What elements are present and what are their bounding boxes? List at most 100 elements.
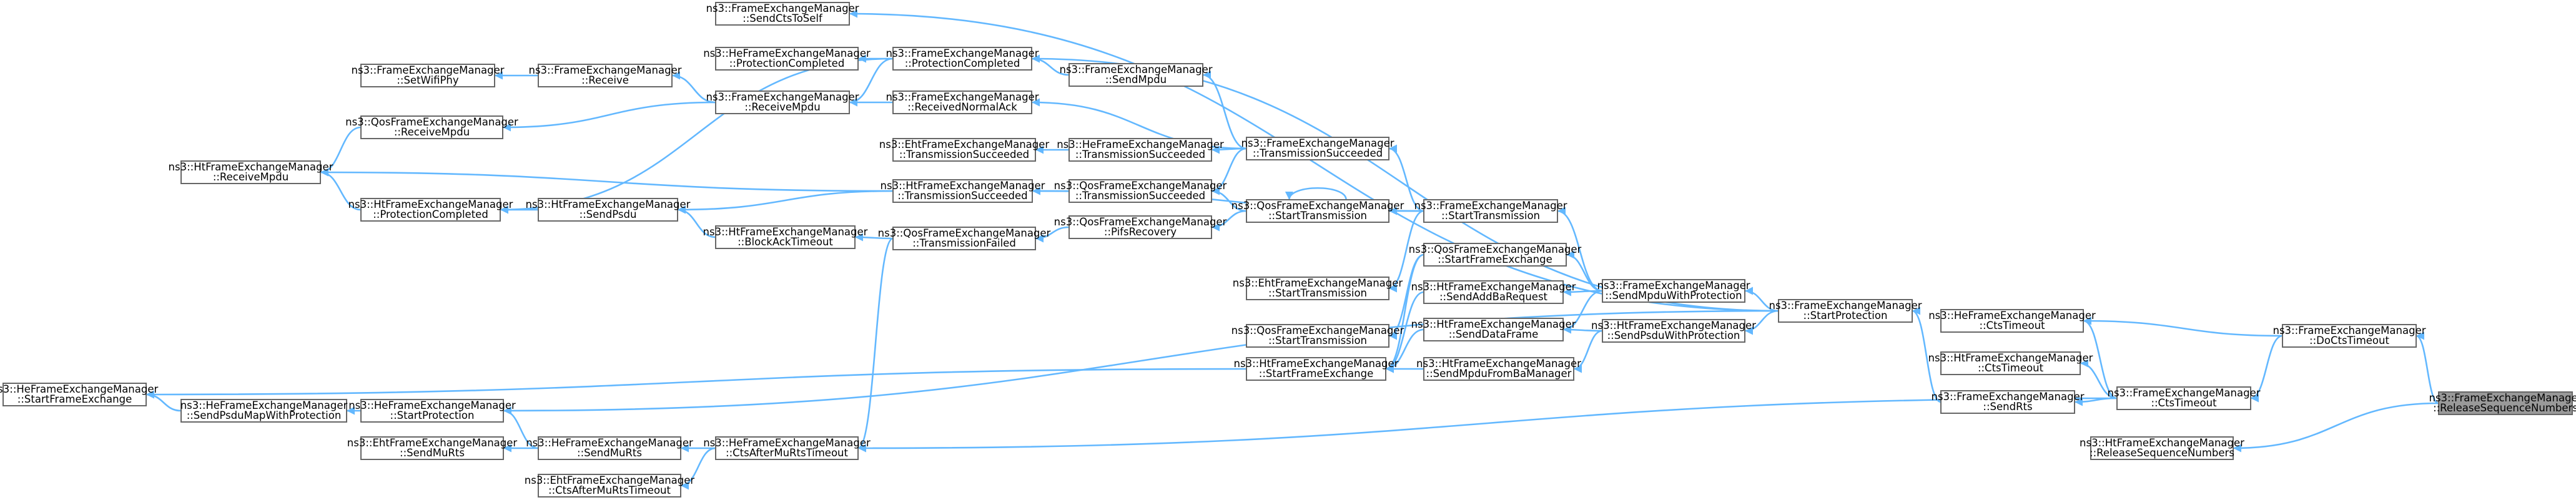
graph-node-eht-ctsaftermurts[interactable]: ns3::EhtFrameExchangeManager::CtsAfterMu…: [525, 474, 695, 498]
graph-node-eht-starttrans[interactable]: ns3::EhtFrameExchangeManager::StartTrans…: [1233, 277, 1403, 300]
graph-node-ht-ctstimeout[interactable]: ns3::HtFrameExchangeManager::CtsTimeout: [1928, 351, 2093, 375]
graph-node-fem-sendrts[interactable]: ns3::FrameExchangeManager::SendRts: [1931, 390, 2085, 414]
graph-node-qos-startframe[interactable]: ns3::QosFrameExchangeManager::StartFrame…: [1409, 243, 1582, 267]
graph-node-fem-startprotection[interactable]: ns3::FrameExchangeManager::StartProtecti…: [1769, 299, 1922, 323]
node-box[interactable]: [1778, 299, 1913, 323]
graph-node-fem-transsucceeded[interactable]: ns3::FrameExchangeManager::TransmissionS…: [1241, 137, 1394, 160]
graph-node-ht-senddataframe[interactable]: ns3::HtFrameExchangeManager::SendDataFra…: [1411, 318, 1576, 341]
node-box[interactable]: [715, 225, 856, 249]
graph-node-qos-starttrans[interactable]: ns3::QosFrameExchangeManager::StartTrans…: [1231, 199, 1404, 223]
node-box[interactable]: [1068, 63, 1203, 87]
node-box[interactable]: [1068, 138, 1212, 162]
graph-node-ht-sendmpdubia[interactable]: ns3::HtFrameExchangeManager::SendMpduFro…: [1416, 357, 1581, 381]
node-class-label: ns3::QosFrameExchangeManager: [1231, 325, 1404, 336]
node-box[interactable]: [1423, 243, 1567, 267]
node-box[interactable]: [2438, 391, 2573, 415]
node-box[interactable]: [1423, 318, 1564, 341]
node-box[interactable]: [715, 47, 859, 71]
call-edge: [1562, 288, 1603, 297]
node-box[interactable]: [1068, 179, 1212, 203]
graph-node-fem-receive[interactable]: ns3::FrameExchangeManager::Receive: [528, 64, 682, 87]
graph-node-fem-receivempdu[interactable]: ns3::FrameExchangeManager::ReceiveMpdu: [706, 91, 859, 114]
node-box[interactable]: [1423, 280, 1564, 304]
node-class-label: ns3::HtFrameExchangeManager: [1411, 281, 1576, 293]
node-box[interactable]: [1423, 199, 1558, 223]
node-box[interactable]: [180, 399, 347, 423]
node-box[interactable]: [538, 474, 681, 498]
node-box[interactable]: [360, 64, 495, 87]
node-box[interactable]: [360, 115, 503, 139]
node-box[interactable]: [892, 91, 1032, 114]
node-box[interactable]: [1940, 309, 2084, 333]
node-box[interactable]: [1246, 199, 1389, 223]
node-box[interactable]: [1602, 319, 1745, 343]
graph-node-qos-receivempdu[interactable]: ns3::QosFrameExchangeManager::ReceiveMpd…: [345, 115, 518, 139]
graph-node-he-ctstimeout[interactable]: ns3::HeFrameExchangeManager::CtsTimeout: [1928, 309, 2096, 333]
node-method-label: ::SendPsduWithProtection: [1607, 330, 1740, 341]
graph-node-fem-sendmpdu[interactable]: ns3::FrameExchangeManager::SendMpdu: [1059, 63, 1213, 87]
graph-node-ht-sendpsdu[interactable]: ns3::HtFrameExchangeManager::SendPsdu: [526, 198, 691, 222]
node-box[interactable]: [1068, 215, 1212, 239]
graph-node-he-startframe[interactable]: ns3::HeFrameExchangeManager::StartFrameE…: [0, 383, 159, 406]
graph-node-qos-starttrans2[interactable]: ns3::QosFrameExchangeManager::StartTrans…: [1231, 324, 1404, 348]
graph-node-he-sendpsdumap[interactable]: ns3::HeFrameExchangeManager::SendPsduMap…: [180, 399, 348, 423]
graph-node-fem-releaseseq[interactable]: ns3::FrameExchangeManager::ReleaseSequen…: [2429, 391, 2576, 415]
graph-node-ht-receivempdu[interactable]: ns3::HtFrameExchangeManager::ReceiveMpdu: [169, 160, 333, 184]
node-box[interactable]: [892, 179, 1033, 203]
node-box[interactable]: [715, 2, 850, 26]
graph-node-he-sendmurts[interactable]: ns3::HeFrameExchangeManager::SendMuRts: [526, 436, 693, 460]
node-box[interactable]: [1246, 357, 1386, 381]
node-box[interactable]: [180, 160, 321, 184]
graph-node-he-startprotection[interactable]: ns3::HeFrameExchangeManager::StartProtec…: [348, 399, 516, 423]
graph-node-he-protcompleted[interactable]: ns3::HeFrameExchangeManager::ProtectionC…: [703, 47, 871, 71]
node-box[interactable]: [1246, 137, 1389, 160]
node-box[interactable]: [1246, 277, 1389, 300]
node-box[interactable]: [538, 436, 681, 460]
node-box[interactable]: [1602, 279, 1745, 303]
node-box[interactable]: [892, 47, 1032, 71]
node-box[interactable]: [1423, 357, 1574, 381]
node-box[interactable]: [538, 64, 673, 87]
graph-node-hef-setwifiphy[interactable]: ns3::FrameExchangeManager::SetWifiPhy: [351, 64, 505, 87]
node-box[interactable]: [2282, 324, 2417, 348]
node-box[interactable]: [892, 227, 1036, 250]
graph-node-fem-protcompleted[interactable]: ns3::FrameExchangeManager::ProtectionCom…: [886, 47, 1039, 71]
call-edge: [1031, 54, 1070, 76]
node-box[interactable]: [2, 383, 147, 406]
node-box[interactable]: [2116, 386, 2251, 410]
graph-node-ht-transsucceeded[interactable]: ns3::HtFrameExchangeManager::Transmissio…: [881, 179, 1045, 203]
graph-node-qos-transfailed[interactable]: ns3::QosFrameExchangeManager::Transmissi…: [878, 227, 1051, 250]
graph-node-fem-sendmpduprot[interactable]: ns3::FrameExchangeManager::SendMpduWithP…: [1597, 279, 1750, 303]
graph-node-he-transsucceeded[interactable]: ns3::HeFrameExchangeManager::Transmissio…: [1057, 138, 1224, 162]
node-class-label: ns3::FrameExchangeManager: [706, 91, 859, 103]
node-method-label: ::SetWifiPhy: [397, 74, 459, 86]
node-box[interactable]: [892, 138, 1036, 162]
graph-node-eht-transsucceeded[interactable]: ns3::EhtFrameExchangeManager::Transmissi…: [879, 138, 1050, 162]
graph-node-qos-pifsrecovery[interactable]: ns3::QosFrameExchangeManager::PifsRecove…: [1054, 215, 1227, 239]
node-class-label: ns3::HtFrameExchangeManager: [1234, 358, 1399, 370]
graph-node-fem-starttrans[interactable]: ns3::FrameExchangeManager::StartTransmis…: [1414, 199, 1567, 223]
node-box[interactable]: [360, 436, 504, 460]
graph-node-ht-sendaddba[interactable]: ns3::HtFrameExchangeManager::SendAddBaRe…: [1411, 280, 1576, 304]
graph-node-eht-sendmurts[interactable]: ns3::EhtFrameExchangeManager::SendMuRts: [347, 436, 518, 460]
graph-node-he-releaseseq[interactable]: ns3::HtFrameExchangeManager::ReleaseSequ…: [2080, 436, 2244, 460]
graph-node-fem-ctstimeout[interactable]: ns3::FrameExchangeManager::CtsTimeout: [2107, 386, 2261, 410]
graph-node-fem-doctstimeout[interactable]: ns3::FrameExchangeManager::DoCtsTimeout: [2273, 324, 2426, 348]
graph-node-ht-startframe[interactable]: ns3::HtFrameExchangeManager::StartFrameE…: [1234, 357, 1399, 381]
node-box[interactable]: [2090, 436, 2234, 460]
graph-node-ht-sendpsduprot[interactable]: ns3::HtFrameExchangeManager::SendPsduWit…: [1591, 319, 1756, 343]
node-box[interactable]: [538, 198, 678, 222]
graph-node-qos-transsucceeded[interactable]: ns3::QosFrameExchangeManager::Transmissi…: [1054, 179, 1227, 203]
graph-node-fem-sendctstoself[interactable]: ns3::FrameExchangeManager::SendCtsToSelf: [706, 2, 859, 26]
graph-node-he-ctsaftermurts[interactable]: ns3::HeFrameExchangeManager::CtsAfterMuR…: [703, 436, 871, 460]
node-box[interactable]: [360, 198, 501, 222]
graph-node-ht-protcompleted[interactable]: ns3::HtFrameExchangeManager::ProtectionC…: [348, 198, 513, 222]
node-box[interactable]: [715, 436, 859, 460]
node-box[interactable]: [360, 399, 504, 423]
graph-node-ht-blockacktimeout[interactable]: ns3::HtFrameExchangeManager::BlockAckTim…: [703, 225, 868, 249]
node-box[interactable]: [1940, 351, 2081, 375]
node-box[interactable]: [1940, 390, 2075, 414]
graph-node-fem-receivednormalack[interactable]: ns3::FrameExchangeManager::ReceivedNorma…: [886, 91, 1039, 114]
node-box[interactable]: [1246, 324, 1389, 348]
node-box[interactable]: [715, 91, 850, 114]
